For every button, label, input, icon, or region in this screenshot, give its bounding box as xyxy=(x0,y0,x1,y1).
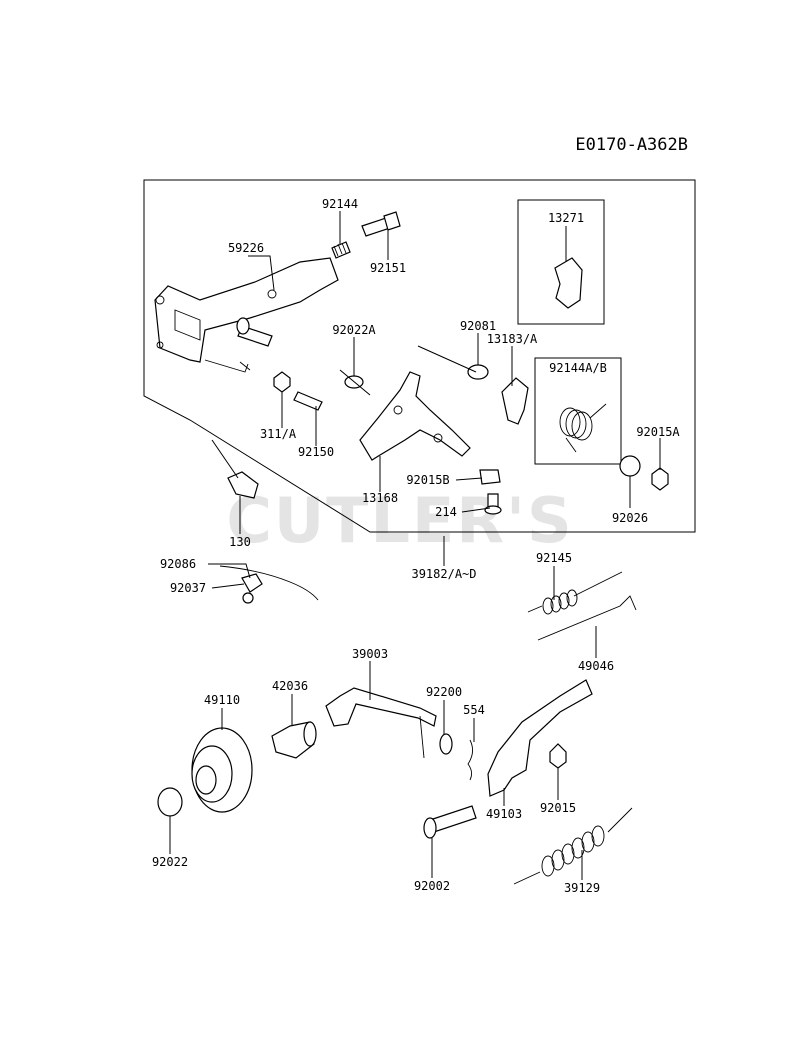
lever-49103-shape xyxy=(487,679,593,797)
bracket-59226-shape xyxy=(154,257,339,373)
label-39003: 39003 xyxy=(352,647,388,661)
inset-box-92144ab xyxy=(534,357,622,465)
label-92145: 92145 xyxy=(536,551,572,565)
spring-92144-shape xyxy=(331,241,351,259)
nut-92015a-shape xyxy=(651,467,669,491)
leader-lines xyxy=(169,211,661,880)
label-13168: 13168 xyxy=(362,491,398,505)
watermark-text: CUTLER'S xyxy=(226,484,573,557)
label-92002: 92002 xyxy=(414,879,450,893)
label-92144: 92144 xyxy=(322,197,358,211)
lever-39003-shape xyxy=(325,687,437,759)
spring-92144ab-shape xyxy=(559,403,607,453)
washer-92200-shape xyxy=(439,733,453,755)
label-59226: 59226 xyxy=(228,241,264,255)
lever-13168-shape xyxy=(359,371,471,461)
label-92086: 92086 xyxy=(160,557,196,571)
nut-311a-shape xyxy=(273,371,291,393)
label-92150: 92150 xyxy=(298,445,334,459)
label-49046: 49046 xyxy=(578,659,614,673)
label-92200: 92200 xyxy=(426,685,462,699)
label-130: 130 xyxy=(229,535,251,549)
governor-42036-shape xyxy=(271,721,317,759)
label-92022: 92022 xyxy=(152,855,188,869)
label-92037: 92037 xyxy=(170,581,206,595)
label-92151: 92151 xyxy=(370,261,406,275)
inset-box-13271 xyxy=(517,199,605,325)
stud-shape xyxy=(236,317,273,347)
spring-39129-shape xyxy=(513,807,633,885)
bolt-130-shape xyxy=(227,471,259,499)
diagram-code: E0170-A362B xyxy=(575,135,688,155)
label-92015b: 92015B xyxy=(406,473,449,487)
pin-554-shape xyxy=(467,739,473,781)
label-214: 214 xyxy=(435,505,457,519)
label-92144ab: 92144A/B xyxy=(549,361,607,375)
part-labels: 92144 59226 92151 13271 92022A 92081 131… xyxy=(152,197,681,895)
label-92015a: 92015A xyxy=(636,425,680,439)
rod-49046-shape xyxy=(537,595,637,641)
label-92026: 92026 xyxy=(612,511,648,525)
bolt-92150-shape xyxy=(293,391,323,411)
label-311a: 311/A xyxy=(260,427,297,441)
label-49110: 49110 xyxy=(204,693,240,707)
cable-92086-shape xyxy=(219,565,319,604)
label-42036: 42036 xyxy=(272,679,308,693)
washer-92081-shape xyxy=(467,364,489,380)
label-13183a: 13183/A xyxy=(487,332,538,346)
nut-92015-shape xyxy=(549,743,567,769)
label-49103: 49103 xyxy=(486,807,522,821)
label-39129: 39129 xyxy=(564,881,600,895)
label-92022a: 92022A xyxy=(332,323,376,337)
spacer-92026-shape xyxy=(619,455,641,477)
label-39182: 39182/A~D xyxy=(411,567,476,581)
screw-214-shape xyxy=(484,493,502,515)
label-92015: 92015 xyxy=(540,801,576,815)
assembly-outline xyxy=(143,179,696,533)
label-13271: 13271 xyxy=(548,211,584,225)
washer-92022-shape xyxy=(157,787,183,817)
collar-92015b-shape xyxy=(479,469,501,485)
label-554: 554 xyxy=(463,703,485,717)
plate-13271-shape xyxy=(554,257,583,309)
bolt-92151-shape xyxy=(361,211,401,237)
spring-92145-shape xyxy=(527,571,623,615)
label-92081: 92081 xyxy=(460,319,496,333)
plate-13183a-shape xyxy=(501,377,529,425)
gear-49110-shape xyxy=(191,727,253,813)
pin-92002-shape xyxy=(423,805,477,839)
